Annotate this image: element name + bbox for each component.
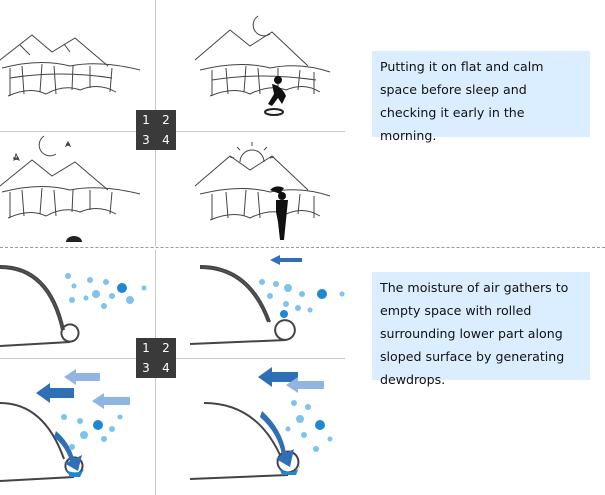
mountain-icon	[194, 29, 309, 67]
dome-outline	[0, 402, 84, 482]
arrow-left-icon	[36, 383, 74, 403]
device-icon	[264, 108, 284, 116]
water-drop-icon	[278, 465, 300, 475]
tent-icon	[1, 185, 141, 219]
step-grid-bottom: 1 2 3 4	[136, 338, 176, 378]
moon-icon	[252, 15, 271, 37]
water-drop-icon	[259, 279, 345, 318]
dew-panel-3	[0, 369, 130, 482]
water-drop-icon	[65, 273, 147, 309]
mountain-icon	[0, 34, 109, 67]
step-label-1: 1	[142, 341, 150, 355]
step-label-2: 2	[162, 341, 170, 355]
arrow-left-icon	[270, 255, 302, 265]
dew-panel-2	[190, 255, 345, 345]
water-drop-icon	[66, 469, 84, 477]
tent-icon	[1, 61, 141, 97]
water-drop-icon	[61, 414, 123, 450]
step-label-1: 1	[142, 113, 150, 127]
scene-panel-3	[0, 135, 141, 242]
dome-outline	[190, 265, 296, 345]
person-icon	[268, 76, 286, 106]
caption-bottom: The moisture of air gathers to empty spa…	[372, 272, 590, 387]
sun-icon	[229, 142, 275, 163]
dew-panel-4	[190, 367, 333, 480]
tent-icon	[199, 187, 331, 221]
step-label-4: 4	[162, 133, 170, 147]
arrow-left-icon	[258, 367, 298, 387]
person-icon	[270, 186, 288, 240]
arrow-left-icon	[64, 369, 130, 409]
star-icon	[12, 140, 72, 161]
dew-panel-1	[0, 265, 147, 347]
caption-top: Putting it on flat and calm space before…	[372, 51, 590, 143]
step-label-4: 4	[162, 361, 170, 375]
step-label-3: 3	[142, 361, 150, 375]
scene-panel-4	[194, 142, 331, 240]
curved-arrow-down-icon	[54, 431, 82, 471]
arrow-left-icon	[286, 377, 324, 393]
scene-panel-1	[0, 34, 141, 97]
curved-arrow-down-icon	[260, 411, 294, 467]
scene-panel-2	[194, 15, 331, 116]
step-label-3: 3	[142, 133, 150, 147]
moon-icon	[38, 135, 57, 157]
step-grid-top: 1 2 3 4	[136, 110, 176, 150]
step-label-2: 2	[162, 113, 170, 127]
tent-icon	[199, 63, 331, 97]
device-icon	[66, 236, 82, 242]
section-divider	[0, 247, 605, 248]
water-drop-icon	[285, 400, 333, 452]
mountain-icon	[0, 159, 109, 191]
dome-outline	[0, 265, 80, 347]
mountain-icon	[194, 155, 309, 191]
